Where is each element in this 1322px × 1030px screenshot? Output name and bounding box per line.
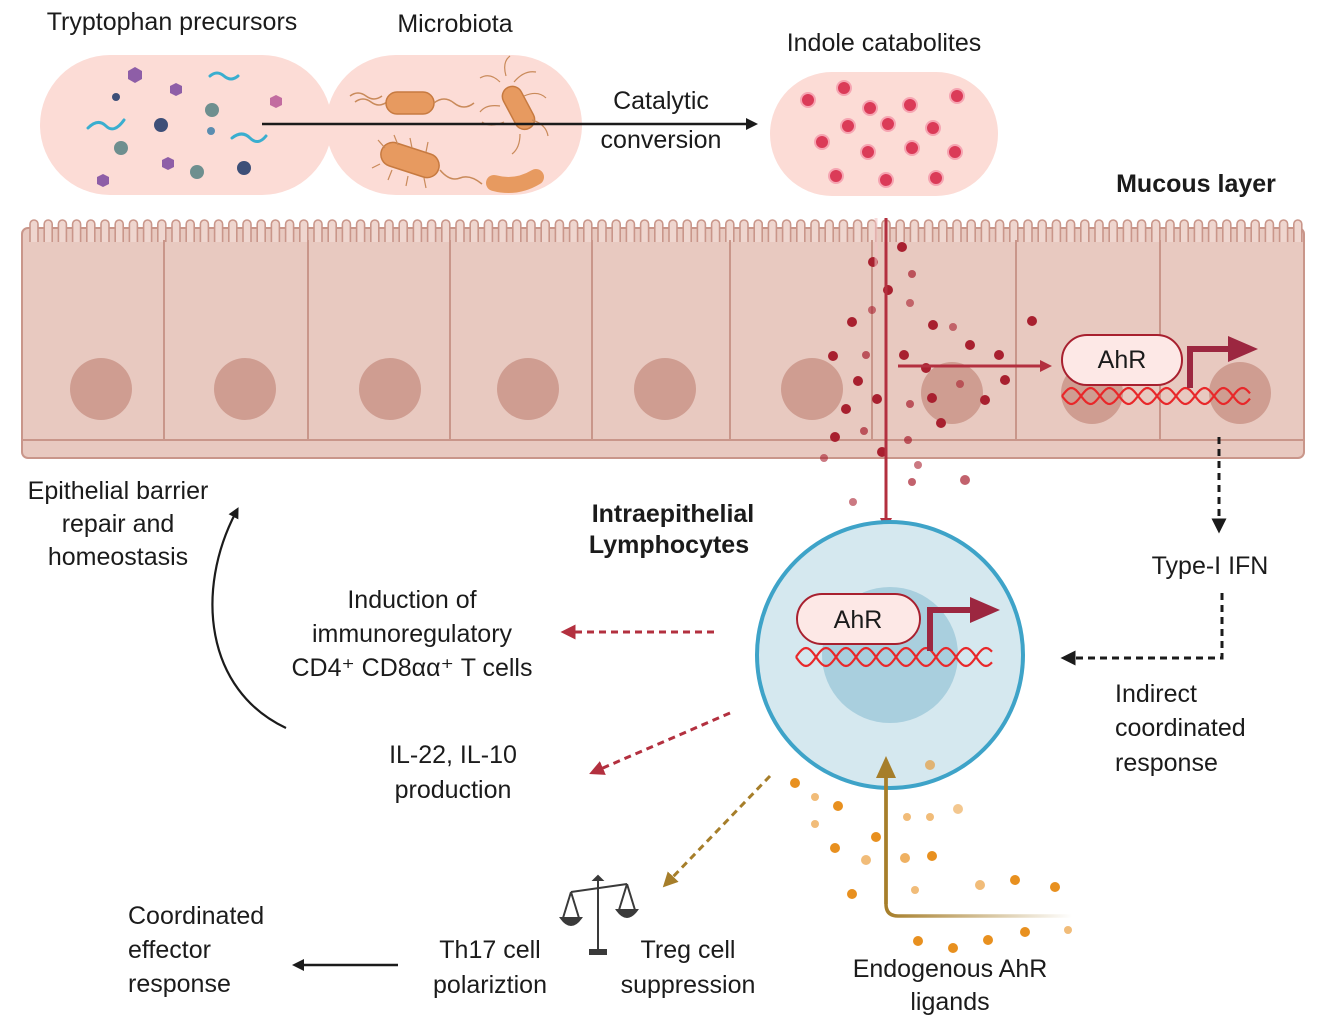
iel-ahr-label: AhR xyxy=(834,606,883,634)
endogenous-ligand-arrow-head xyxy=(876,756,896,778)
coordinated-label-line1: Coordinated xyxy=(128,902,264,930)
indole-diffusion-dots xyxy=(820,242,1037,506)
indirect-label-line1: Indirect xyxy=(1115,680,1197,708)
tryptophan-label: Tryptophan precursors xyxy=(47,8,298,36)
epithelial-ahr-complex: AhR xyxy=(1061,334,1258,406)
endogenous-ligand-arrow xyxy=(884,775,1072,918)
treg-label-line2: suppression xyxy=(621,971,756,999)
il-label-line1: IL-22, IL-10 xyxy=(389,741,517,769)
th17-label-line2: polariztion xyxy=(433,971,547,999)
promoter-arrow-icon xyxy=(927,607,972,651)
epithelial-ahr-label: AhR xyxy=(1098,346,1147,374)
dna-icon xyxy=(795,646,993,668)
induction-label-line2: immunoregulatory xyxy=(312,620,513,648)
il-production-arrow xyxy=(589,711,731,775)
coordinated-label-line3: response xyxy=(128,970,231,998)
indole-label: Indole catabolites xyxy=(787,29,982,57)
promoter-arrow-icon xyxy=(1187,346,1230,388)
barrier-repair-arrow xyxy=(211,507,287,729)
bacteria-icon xyxy=(349,91,475,115)
endogenous-label-line1: Endogenous AhR xyxy=(853,955,1048,983)
induction-label-line1: Induction of xyxy=(347,586,476,614)
treg-label-line1: Treg cell xyxy=(641,936,736,964)
dna-icon xyxy=(1061,386,1251,406)
iel-cell: AhR xyxy=(755,520,1025,790)
endogenous-label-line2: ligands xyxy=(910,988,989,1016)
th17-treg-arrow xyxy=(662,774,772,888)
epithelial-label-line3: homeostasis xyxy=(48,543,188,571)
type1-ifn-label: Type-I IFN xyxy=(1152,552,1269,580)
th17-label-line1: Th17 cell xyxy=(439,936,540,964)
promoter-arrow-head xyxy=(970,597,1000,623)
bacteria-icon xyxy=(486,169,544,193)
scale-icon xyxy=(559,874,639,955)
tryptophan-capsule xyxy=(40,55,332,195)
induction-label-line3: CD4⁺ CD8αα⁺ T cells xyxy=(292,654,533,682)
epithelial-label-line1: Epithelial barrier xyxy=(28,477,209,505)
mucous-layer-label: Mucous layer xyxy=(1116,170,1276,198)
bacteria-icon xyxy=(371,134,483,189)
indirect-label-line2: coordinated xyxy=(1115,714,1246,742)
il-label-line2: production xyxy=(395,776,512,804)
microbiota-label: Microbiota xyxy=(397,10,512,38)
catalytic-label-line1: Catalytic xyxy=(613,87,709,115)
iel-label-line2: Lymphocytes xyxy=(589,531,749,559)
indole-capsule xyxy=(770,72,998,196)
promoter-arrow-head xyxy=(1228,336,1258,362)
catalytic-label-line2: conversion xyxy=(601,126,722,154)
iel-label-line1: Intraepithelial xyxy=(592,500,755,528)
coordinated-label-line2: effector xyxy=(128,936,211,964)
endogenous-ligand-dots xyxy=(790,760,1072,953)
indirect-label-line3: response xyxy=(1115,749,1218,777)
epithelial-label-line2: repair and xyxy=(62,510,175,538)
type1-ifn-to-iel-arrow xyxy=(1060,593,1224,666)
